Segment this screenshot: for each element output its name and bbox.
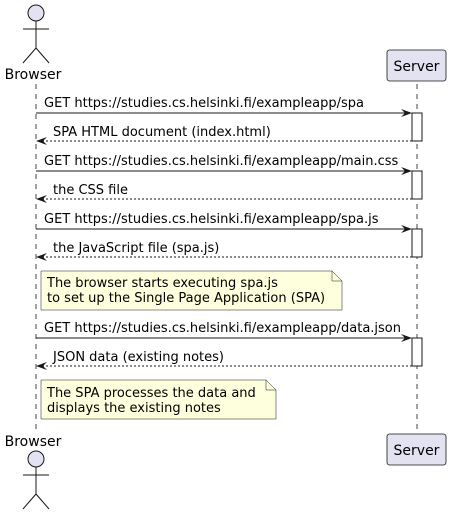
message-label: GET https://studies.cs.helsinki.fi/examp…: [44, 321, 401, 336]
note-line: The SPA processes the data and: [46, 386, 256, 401]
note-line: displays the existing notes: [47, 401, 221, 416]
note-line: to set up the Single Page Application (S…: [47, 291, 325, 306]
server-participant-label: Server: [394, 443, 440, 459]
stick-figure-icon: [22, 450, 50, 510]
message-response-json: JSON data (existing notes): [36, 350, 412, 370]
note-spa-setup: The browser starts executing spa.js to s…: [40, 270, 343, 311]
server-participant-label: Server: [394, 59, 440, 75]
browser-actor-label: Browser: [5, 434, 62, 450]
server-activation-bar: [411, 337, 423, 367]
message-request-main-css: GET https://studies.cs.helsinki.fi/examp…: [36, 154, 412, 175]
message-label: GET https://studies.cs.helsinki.fi/examp…: [44, 212, 379, 227]
message-request-spa: GET https://studies.cs.helsinki.fi/examp…: [36, 96, 412, 117]
message-response-css: the CSS file: [36, 183, 412, 203]
server-activation-bar: [411, 112, 423, 142]
browser-actor-top: Browser: [5, 4, 62, 83]
message-label: GET https://studies.cs.helsinki.fi/examp…: [44, 96, 364, 111]
message-response-js: the JavaScript file (spa.js): [36, 241, 412, 261]
server-activation-bar: [411, 228, 423, 258]
message-label: the JavaScript file (spa.js): [53, 241, 219, 256]
stick-figure-icon: [22, 4, 50, 64]
message-response-spa-html: SPA HTML document (index.html): [36, 125, 412, 145]
message-request-spa-js: GET https://studies.cs.helsinki.fi/examp…: [36, 212, 412, 233]
message-label: JSON data (existing notes): [52, 350, 224, 365]
note-line: The browser starts executing spa.js: [46, 276, 278, 291]
message-label: GET https://studies.cs.helsinki.fi/examp…: [44, 154, 399, 169]
server-activation-bar: [411, 170, 423, 200]
note-spa-processes-data: The SPA processes the data and displays …: [40, 379, 277, 420]
server-participant-top: Server: [386, 49, 447, 82]
browser-actor-bottom: Browser: [5, 434, 62, 510]
browser-actor-label: Browser: [5, 67, 62, 83]
server-participant-bottom: Server: [386, 433, 447, 466]
message-label: the CSS file: [53, 183, 128, 198]
message-request-data-json: GET https://studies.cs.helsinki.fi/examp…: [36, 321, 412, 342]
message-label: SPA HTML document (index.html): [53, 125, 271, 140]
